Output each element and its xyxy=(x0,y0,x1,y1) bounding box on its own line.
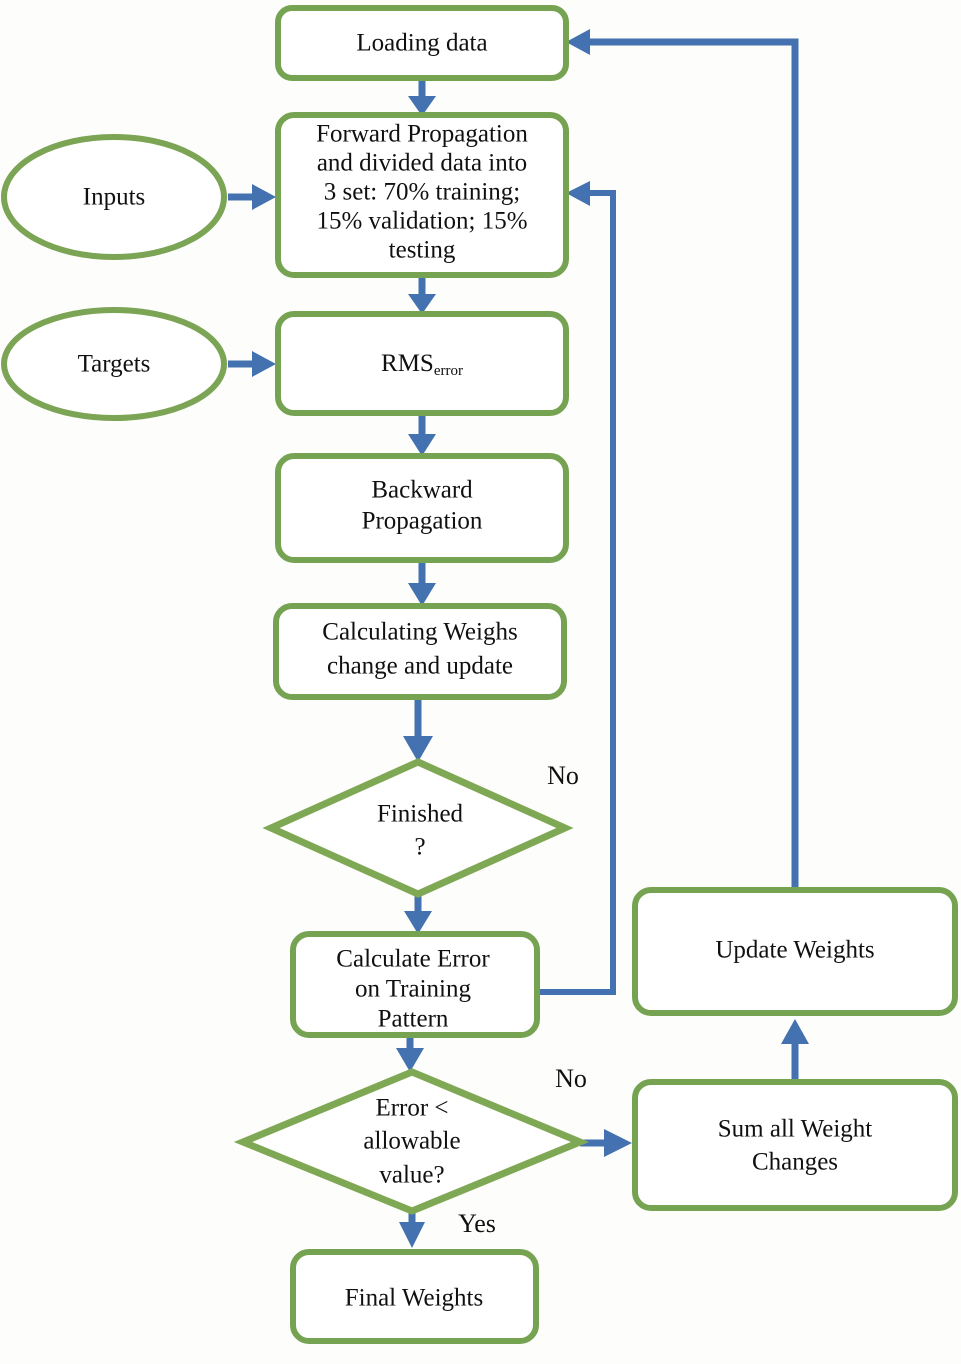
node-forward-propagation-line1: Forward Propagation xyxy=(316,121,528,148)
node-error-allowable-decision[interactable]: Error < allowable value? xyxy=(233,1068,590,1215)
connector-calcerror-to-forward-no xyxy=(537,181,616,995)
node-inputs[interactable]: Inputs xyxy=(1,134,227,260)
node-update-weights-label: Update Weights xyxy=(715,937,874,964)
edge-label-error-no: No xyxy=(555,1064,587,1093)
node-forward-propagation[interactable]: Forward Propagation and divided data int… xyxy=(275,112,569,278)
connector-calcerror-to-errordecision xyxy=(396,1035,424,1072)
node-sum-weight-changes-line1: Sum all Weight xyxy=(718,1116,873,1143)
connector-forward-to-rms xyxy=(408,275,436,314)
edge-label-error-yes: Yes xyxy=(458,1209,496,1238)
node-error-decision-line2: allowable xyxy=(363,1128,460,1155)
node-calculating-weights-line2: change and update xyxy=(327,653,513,680)
connector-loading-to-forward xyxy=(408,78,436,116)
node-finished-decision[interactable]: Finished ? xyxy=(262,758,574,898)
node-rms-error[interactable]: RMSerror xyxy=(275,311,569,416)
connector-targets-to-rms xyxy=(228,351,276,377)
node-final-weights[interactable]: Final Weights xyxy=(290,1249,539,1344)
node-targets-label: Targets xyxy=(78,351,151,378)
connector-finished-to-calcerror xyxy=(404,895,432,934)
node-forward-propagation-line3: 3 set: 70% training; xyxy=(324,179,521,206)
node-calculate-error-line3: Pattern xyxy=(378,1006,449,1033)
node-error-decision-line1: Error < xyxy=(375,1095,448,1122)
node-calculate-error[interactable]: Calculate Error on Training Pattern xyxy=(290,931,540,1038)
node-inputs-label: Inputs xyxy=(83,184,146,211)
node-sum-weight-changes-line2: Changes xyxy=(752,1149,838,1176)
node-backward-propagation-line1: Backward xyxy=(371,477,473,504)
connector-backward-to-calcweights xyxy=(408,560,436,606)
node-forward-propagation-line2: and divided data into xyxy=(317,150,527,177)
node-forward-propagation-line4: 15% validation; 15% xyxy=(316,208,527,235)
node-targets[interactable]: Targets xyxy=(1,307,227,421)
node-calculate-error-line2: on Training xyxy=(355,976,472,1003)
node-calculating-weights[interactable]: Calculating Weighs change and update xyxy=(273,603,567,700)
connector-rms-to-backward xyxy=(408,413,436,456)
connector-updateweights-to-loadingdata xyxy=(566,29,799,890)
node-update-weights[interactable]: Update Weights xyxy=(632,887,958,1016)
connector-sumweights-to-updateweights xyxy=(781,1019,809,1082)
connector-errordecision-yes-to-finalweights xyxy=(399,1210,425,1248)
node-finished-decision-line1: Finished xyxy=(377,801,464,828)
node-error-decision-line3: value? xyxy=(379,1162,444,1189)
connector-calcweights-to-finished xyxy=(403,697,433,762)
node-backward-propagation[interactable]: Backward Propagation xyxy=(275,453,569,563)
node-forward-propagation-line5: testing xyxy=(389,237,456,264)
node-final-weights-label: Final Weights xyxy=(345,1285,484,1312)
edge-label-finished-no: No xyxy=(547,761,579,790)
node-sum-weight-changes[interactable]: Sum all Weight Changes xyxy=(632,1079,958,1211)
node-loading-data[interactable]: Loading data xyxy=(275,5,569,81)
node-calculating-weights-line1: Calculating Weighs xyxy=(322,619,517,646)
node-loading-data-label: Loading data xyxy=(356,30,487,57)
node-backward-propagation-line2: Propagation xyxy=(362,508,483,535)
node-rms-error-label: RMSerror xyxy=(381,350,463,380)
node-finished-decision-line2: ? xyxy=(414,834,425,861)
connector-inputs-to-forward xyxy=(228,184,276,210)
node-rms-error-main: RMS xyxy=(381,350,434,377)
connector-errordecision-no-to-sumweights xyxy=(580,1129,632,1157)
node-calculate-error-line1: Calculate Error xyxy=(336,946,490,973)
node-rms-error-subscript: error xyxy=(434,363,463,379)
